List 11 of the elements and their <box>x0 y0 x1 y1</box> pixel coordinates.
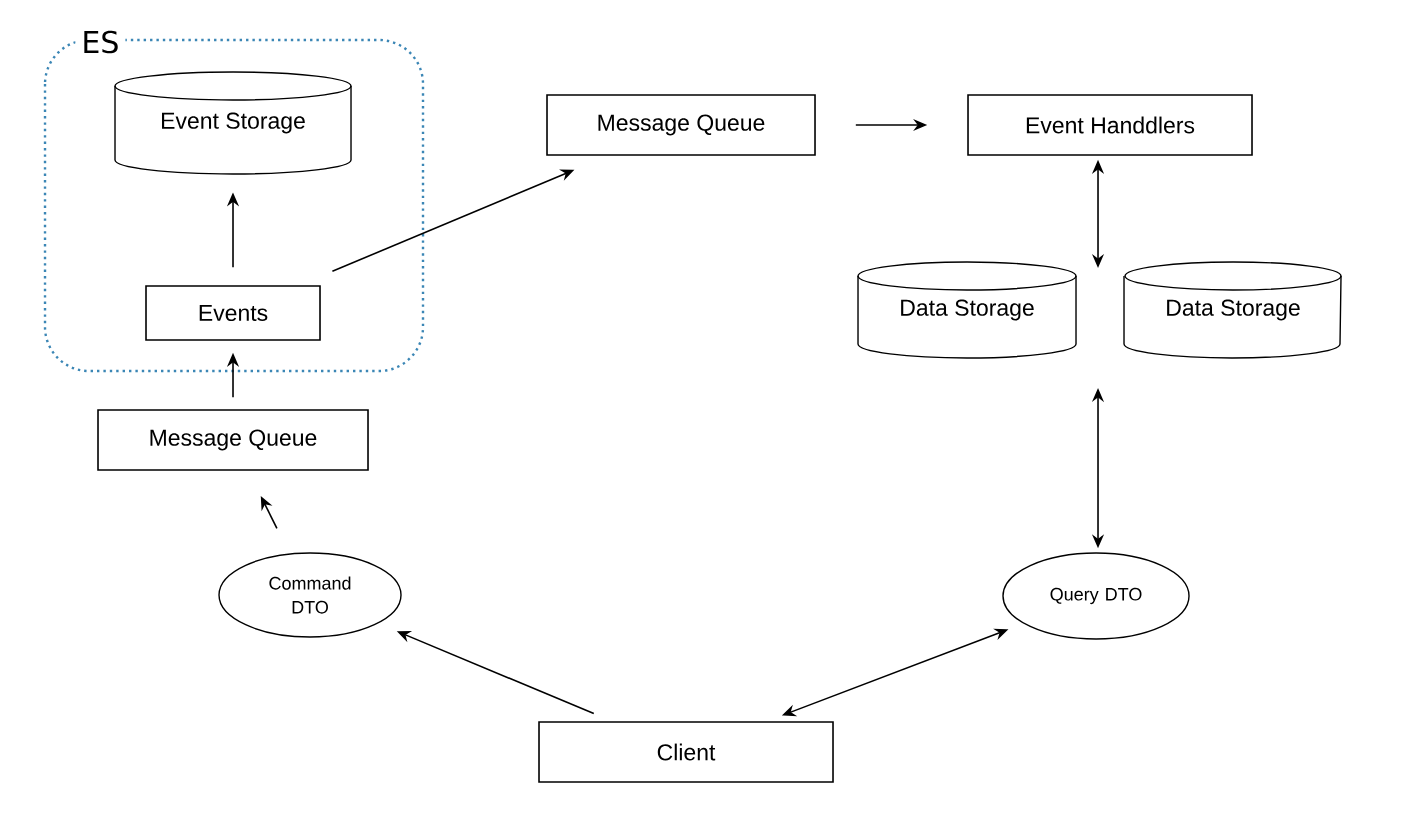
node-label: Event Storage <box>162 112 305 134</box>
database-cylinder: Data Storage <box>857 261 1077 359</box>
database-cylinder: Data Storage <box>1123 261 1342 359</box>
database-cylinder: Event Storage <box>114 71 352 175</box>
process-box: Message Queue <box>97 409 369 471</box>
node-label: Data Storage <box>1167 299 1300 321</box>
process-box: Events <box>145 285 321 341</box>
process-box: Client <box>538 721 834 783</box>
process-box: Event Handdlers <box>967 94 1253 156</box>
node-label: Data Storage <box>901 299 1034 321</box>
process-box: Message Queue <box>546 94 816 156</box>
